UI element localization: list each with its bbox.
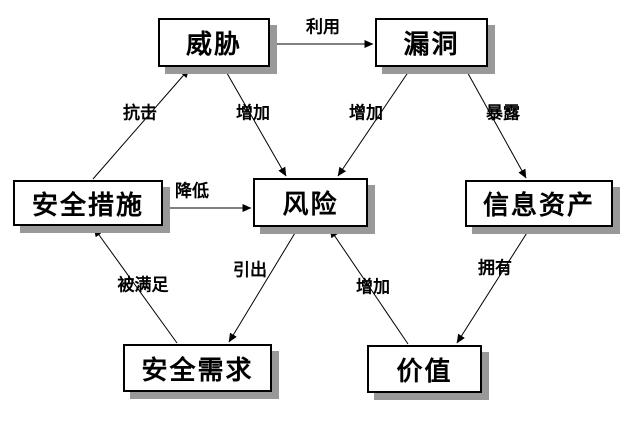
edge-label-satisfied: 被满足 <box>117 275 169 295</box>
node-assets: 信息资产 <box>465 180 613 227</box>
edge-label-value-increase: 增加 <box>356 277 390 297</box>
arrow-value-increase <box>329 228 409 345</box>
node-assets-label: 信息资产 <box>482 190 595 220</box>
edge-label-expose: 暴露 <box>486 103 520 123</box>
node-safeguards-label: 安全措施 <box>31 189 144 220</box>
node-vulnerability: 漏洞 <box>375 18 488 67</box>
edge-label-vuln-increase: 增加 <box>349 103 383 123</box>
arrow-satisfied <box>93 227 178 344</box>
node-value: 价值 <box>367 345 482 393</box>
edge-label-exploit: 利用 <box>306 17 340 37</box>
arrow-expose <box>464 67 527 179</box>
node-vulnerability-label: 漏洞 <box>403 29 460 59</box>
arrow-vuln-increase <box>337 67 412 177</box>
node-safeguards: 安全措施 <box>13 180 163 226</box>
arrow-own <box>456 227 531 344</box>
edge-label-resist: 抗击 <box>123 103 157 123</box>
edge-label-reduce: 降低 <box>175 181 209 201</box>
node-threat-label: 威胁 <box>185 29 242 59</box>
arrow-threat-increase <box>223 67 287 177</box>
edge-label-own: 拥有 <box>478 258 512 278</box>
edge-label-threat-increase: 增加 <box>236 103 270 123</box>
node-risk-label: 风险 <box>282 189 339 219</box>
node-requirements-label: 安全需求 <box>141 354 254 385</box>
node-threat: 威胁 <box>158 18 270 67</box>
arrow-resist <box>92 68 190 180</box>
edge-label-derive: 引出 <box>233 260 267 280</box>
arrow-derive <box>228 227 299 343</box>
node-requirements: 安全需求 <box>123 344 272 392</box>
node-risk: 风险 <box>253 178 368 227</box>
node-value-label: 价值 <box>396 355 453 386</box>
